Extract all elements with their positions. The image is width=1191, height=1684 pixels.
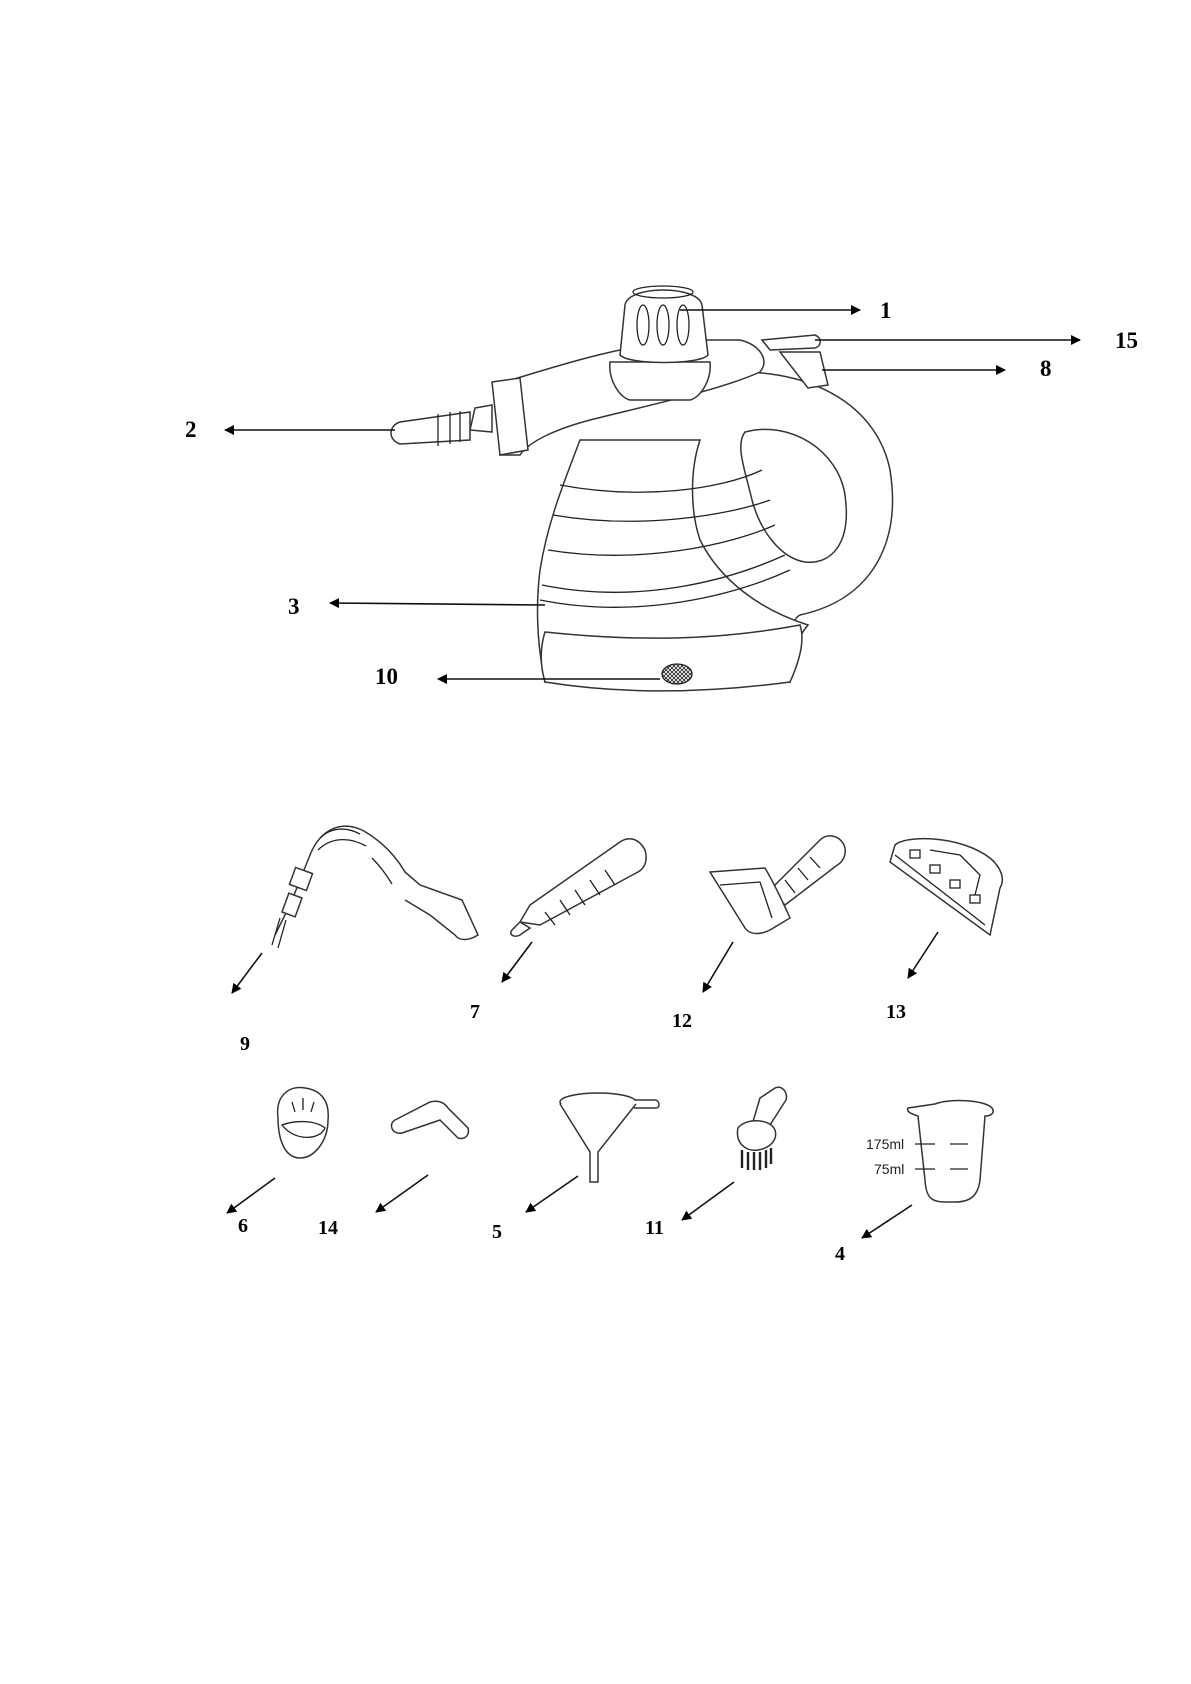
callout-line-12 (703, 942, 733, 992)
callout-8: 8 (1040, 356, 1052, 381)
callout-line-9 (232, 953, 262, 993)
callout-line-3 (330, 603, 545, 605)
callout-1: 1 (880, 298, 892, 323)
callout-9: 9 (240, 1033, 250, 1055)
safety-cap-icon (620, 290, 708, 363)
callout-5: 5 (492, 1221, 502, 1243)
fabric-cover-icon (890, 839, 1002, 935)
cap-base (610, 362, 710, 400)
steam-cleaner-main-unit (391, 286, 892, 691)
callout-line-14 (376, 1175, 428, 1212)
callout-3: 3 (288, 594, 300, 619)
angled-nozzle-icon (391, 1101, 468, 1138)
callout-line-11 (682, 1182, 734, 1220)
extension-hose-icon (272, 826, 478, 948)
callout-13: 13 (886, 1001, 906, 1023)
callout-15: 15 (1115, 328, 1138, 353)
measuring-cup-icon (908, 1101, 994, 1202)
callout-4: 4 (835, 1243, 845, 1265)
callout-7: 7 (470, 1001, 480, 1023)
trigger-lock-icon (762, 335, 820, 350)
callout-12: 12 (672, 1010, 692, 1032)
callout-2: 2 (185, 417, 197, 442)
jet-nozzle-icon (511, 839, 646, 936)
cup-mark-175ml: 175ml (866, 1136, 904, 1152)
cloth-cover-icon (278, 1087, 329, 1158)
cup-mark-75ml: 75ml (874, 1161, 904, 1177)
callout-10: 10 (375, 664, 398, 689)
callout-line-4 (862, 1205, 912, 1238)
callout-11: 11 (645, 1217, 664, 1239)
callout-14: 14 (318, 1217, 338, 1239)
callout-line-13 (908, 932, 938, 978)
indicator-light-icon (662, 664, 692, 684)
steam-nozzle (391, 412, 470, 444)
callout-line-5 (526, 1176, 578, 1212)
funnel-icon (560, 1093, 659, 1182)
window-squeegee-icon (710, 836, 845, 934)
callout-line-7 (502, 942, 532, 982)
callout-6: 6 (238, 1215, 248, 1237)
round-brush-icon (737, 1087, 786, 1170)
nozzle-ring (470, 405, 492, 432)
callout-line-6 (227, 1178, 275, 1213)
